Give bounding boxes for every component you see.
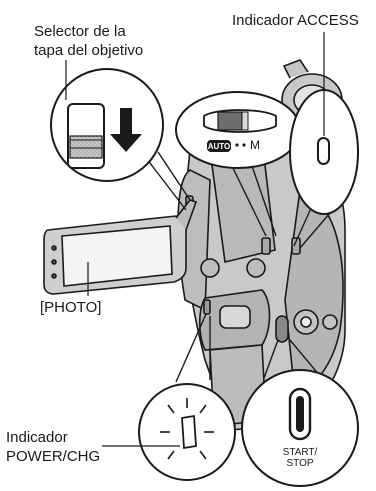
power-indicator-label-line2: POWER/CHG — [6, 447, 100, 466]
lens-cover-label-line2: tapa del objetivo — [34, 41, 143, 60]
access-indicator-label: Indicador ACCESS — [232, 11, 359, 30]
mode-manual-label: M — [250, 140, 260, 151]
power-indicator-label-line1: Indicador — [6, 428, 68, 447]
photo-button-label: [PHOTO] — [40, 298, 101, 317]
start-stop-label-line1: START/ — [280, 447, 320, 458]
lens-cover-callout — [51, 60, 190, 210]
lens-cover-label-line1: Selector de la — [34, 22, 126, 41]
start-stop-label-line2: STOP — [280, 458, 320, 469]
lcd-panel — [44, 200, 196, 294]
mode-auto-label: AUTO — [207, 141, 231, 152]
